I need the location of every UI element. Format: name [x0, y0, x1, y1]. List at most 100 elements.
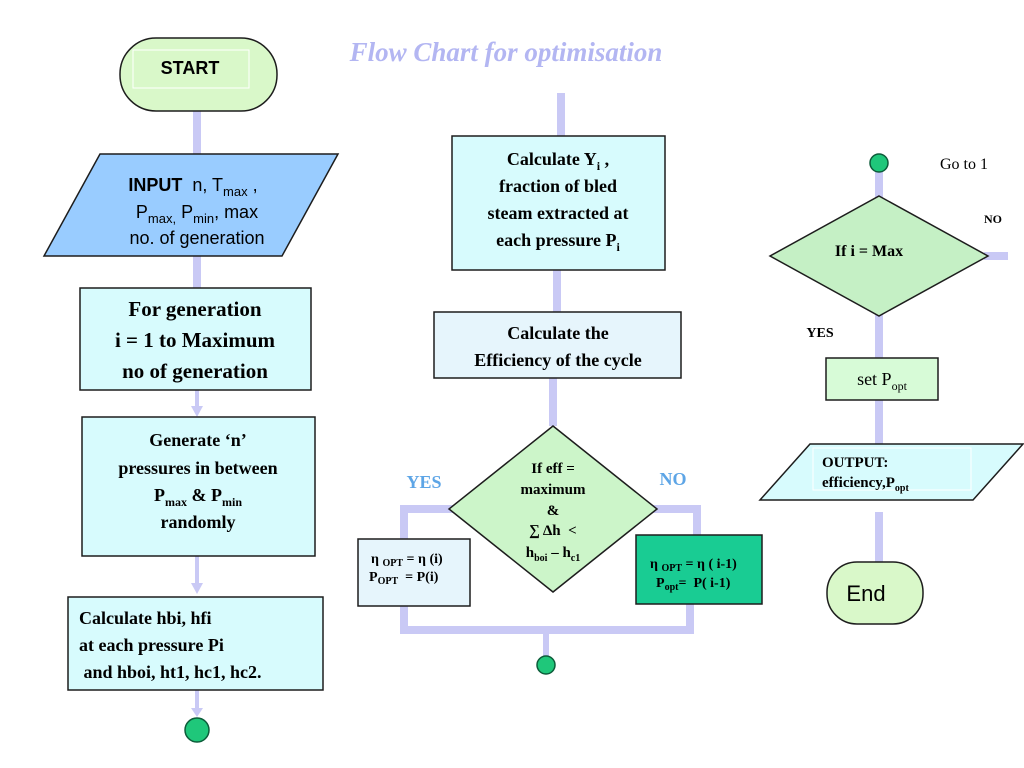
- set-popt-sub: opt: [892, 379, 908, 393]
- no-label-right: NO: [984, 212, 1002, 226]
- decision-line: hboi – hc1: [526, 545, 580, 564]
- connector-dot-left: [184, 717, 210, 743]
- input-sub: max: [223, 184, 248, 199]
- input-line-1: INPUT n, Tmax ,: [128, 175, 257, 199]
- arrow-head: [191, 708, 203, 717]
- input-line-3: no. of generation: [129, 228, 264, 248]
- calc-y-sub: i: [597, 159, 601, 173]
- yes-result-sub: OPT: [378, 576, 399, 587]
- page-title: Flow Chart for optimisation: [349, 37, 663, 67]
- decision-sub: c1: [571, 553, 580, 564]
- calc-eff-line: Calculate the: [507, 323, 608, 343]
- generate-line: randomly: [160, 512, 235, 532]
- connector: [875, 172, 883, 200]
- set-popt-text: set P: [857, 369, 892, 389]
- calc-y-text: Calculate Y: [507, 149, 597, 169]
- efficiency-decision: If eff = maximum & ∑ Δh < hboi – hc1: [447, 425, 659, 593]
- loop-line: i = 1 to Maximum: [115, 328, 276, 352]
- set-popt-label: set Popt: [857, 369, 908, 393]
- decision-sub: boi: [534, 553, 548, 564]
- input-text: P: [176, 202, 193, 222]
- output-line-1: OUTPUT:: [822, 455, 888, 471]
- yes-result-text: = P(i): [398, 570, 439, 585]
- generate-box: Generate ‘n’ pressures in between Pmax &…: [81, 416, 316, 557]
- connector: [875, 400, 883, 445]
- yes-label-right: YES: [806, 326, 833, 341]
- loop-line: no of generation: [122, 359, 268, 383]
- no-result-line: Popt= P( i-1): [656, 576, 731, 593]
- connector: [549, 378, 557, 426]
- no-result-line: η OPT = η ( i-1): [650, 557, 737, 574]
- yes-result-line: POPT = P(i): [369, 570, 439, 587]
- end-terminator: End: [826, 561, 924, 625]
- yes-result-text: P: [369, 570, 378, 585]
- calc-eff-line: Efficiency of the cycle: [474, 350, 641, 370]
- max-decision: If i = Max: [768, 195, 990, 317]
- calc-h-line: Calculate hbi, hfi: [79, 608, 212, 628]
- connector: [984, 252, 1008, 260]
- connector: [553, 270, 561, 312]
- connector-dot-right: [869, 153, 889, 173]
- input-bold-label: INPUT: [128, 175, 182, 195]
- no-result-text: η: [650, 557, 661, 572]
- calc-eff-box: Calculate the Efficiency of the cycle: [433, 311, 682, 379]
- calc-y-line: steam extracted at: [488, 203, 629, 223]
- yes-result-sub: OPT: [382, 558, 403, 569]
- decision-text: h: [526, 545, 535, 561]
- output-parallelogram: OUTPUT: efficiency,Popt: [758, 443, 1024, 501]
- arrow-head: [191, 583, 203, 594]
- connector: [686, 604, 694, 634]
- decision-line: maximum: [521, 482, 587, 498]
- connector: [193, 256, 201, 288]
- input-line-2: Pmax, Pmin, max: [136, 202, 258, 226]
- generate-line: Pmax & Pmin: [154, 485, 242, 509]
- decision-text: – h: [547, 545, 571, 561]
- yes-result-line: η OPT = η (i): [371, 552, 443, 569]
- yes-result-text: = η (i): [403, 552, 443, 567]
- no-result-text: = η ( i-1): [682, 557, 737, 572]
- yes-label-middle: YES: [406, 472, 441, 492]
- input-parallelogram: INPUT n, Tmax , Pmax, Pmin, max no. of g…: [42, 153, 340, 257]
- connectors: [191, 93, 1008, 717]
- connector: [405, 505, 460, 513]
- generate-sub: min: [222, 495, 242, 509]
- calc-h-line: at each pressure Pi: [79, 635, 224, 655]
- connector: [400, 606, 408, 634]
- connector: [400, 505, 408, 540]
- connector: [543, 632, 549, 657]
- generate-text: & P: [187, 485, 222, 505]
- calc-y-text: each pressure P: [496, 230, 616, 250]
- decision-line: ∑ Δh <: [529, 523, 576, 539]
- connector: [195, 690, 199, 712]
- output-text: efficiency,P: [822, 475, 895, 491]
- start-terminator: START: [119, 37, 278, 112]
- input-line-1-text: n, T: [182, 175, 223, 195]
- decision-line: If eff =: [531, 461, 575, 477]
- connector-dot-middle: [536, 655, 556, 675]
- no-result-sub: opt: [665, 582, 680, 593]
- input-text: P: [136, 202, 148, 222]
- input-sub: min: [193, 211, 214, 226]
- connector: [875, 512, 883, 562]
- connector: [693, 505, 701, 535]
- calc-h-box: Calculate hbi, hfi at each pressure Pi a…: [67, 596, 324, 691]
- calc-y-line: Calculate Yi ,: [507, 149, 609, 173]
- yes-result-text: η: [371, 552, 382, 567]
- no-label-middle: NO: [660, 469, 687, 489]
- connector: [195, 390, 199, 410]
- no-result-box: η OPT = η ( i-1) Popt= P( i-1): [635, 534, 763, 605]
- output-line-2: efficiency,Popt: [822, 475, 909, 494]
- input-sub: max,: [148, 211, 176, 226]
- calc-y-sub: i: [616, 240, 620, 254]
- decision-line: &: [547, 503, 560, 519]
- no-result-text: P: [656, 576, 665, 591]
- output-sub: opt: [895, 483, 910, 494]
- start-label: START: [161, 58, 220, 78]
- connector: [195, 556, 199, 586]
- connector: [640, 505, 700, 513]
- loop-line: For generation: [128, 297, 261, 321]
- calc-y-box: Calculate Yi , fraction of bled steam ex…: [451, 135, 666, 271]
- connector: [400, 626, 694, 634]
- generate-sub: max: [165, 495, 187, 509]
- input-line-1-end: ,: [248, 175, 258, 195]
